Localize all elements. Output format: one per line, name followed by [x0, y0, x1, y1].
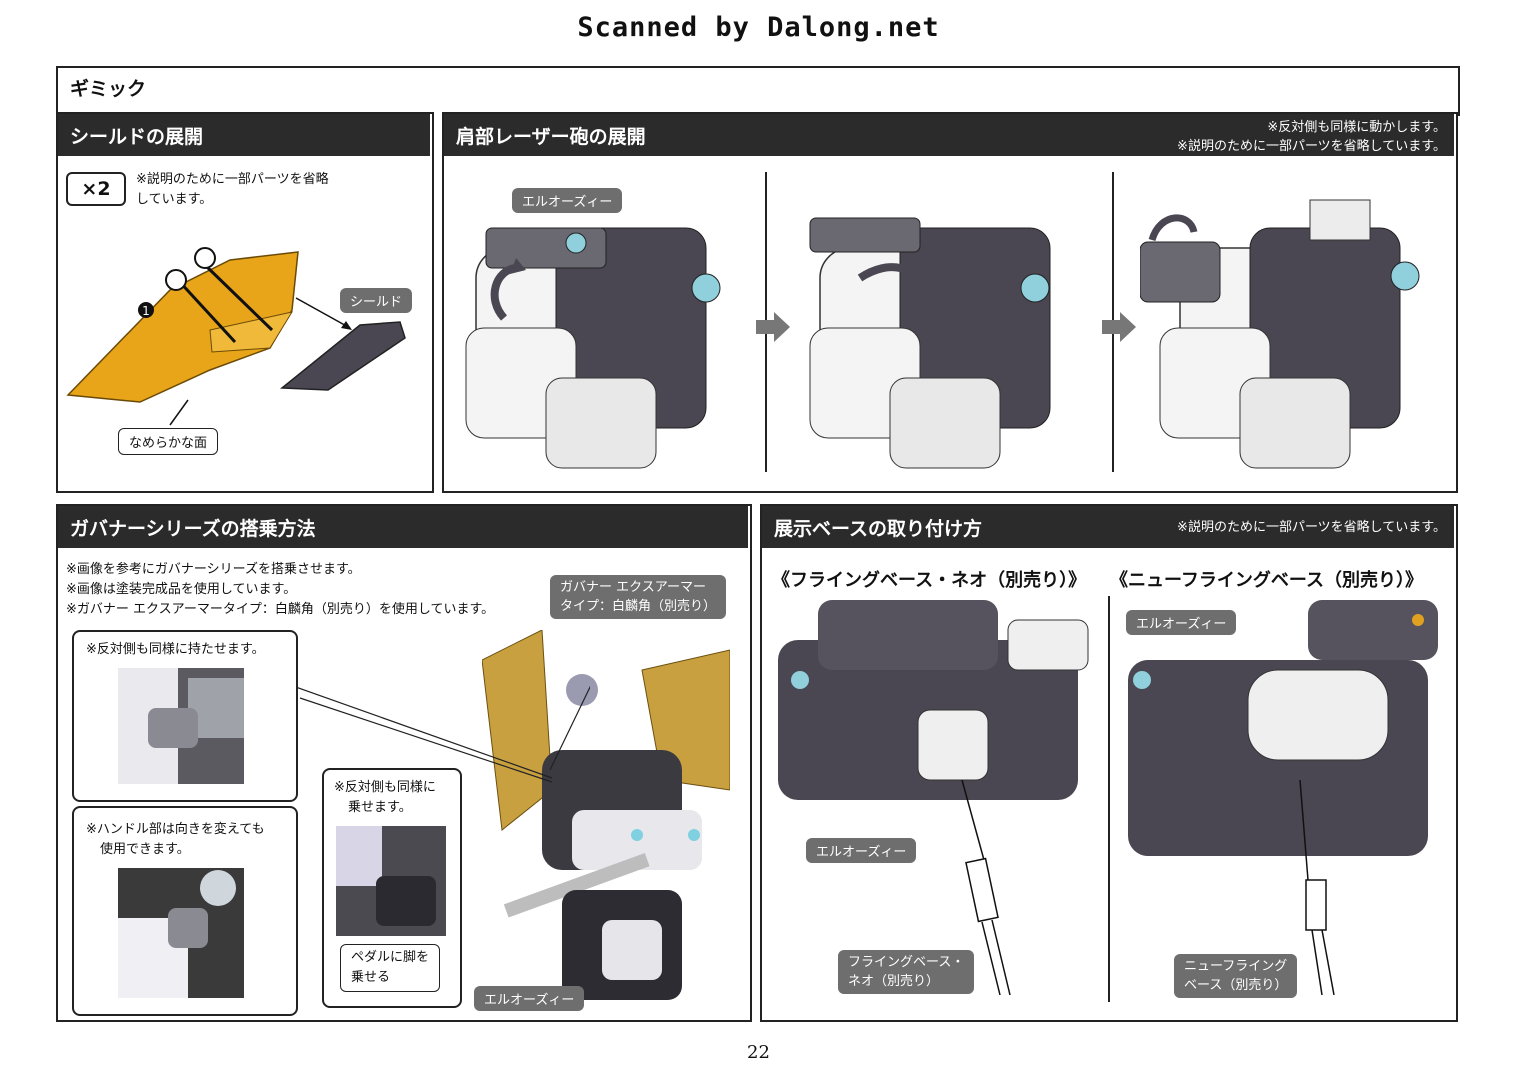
governor-figure-label-line2: タイプ：白麟角（別売り） — [560, 599, 717, 614]
display-heading-bar: 展示ベースの取り付け方 — [762, 506, 1454, 548]
shield-illustration: 1 — [66, 247, 406, 426]
display-left-base-label: フライングベース・ ネオ（別売り） — [838, 950, 975, 994]
laser-heading: 肩部レーザー砲の展開 — [456, 125, 646, 148]
step-arrow-icon — [1102, 312, 1136, 342]
display-divider — [1108, 596, 1110, 1002]
shield-heading: シールドの展開 — [70, 125, 204, 148]
step-arrow-icon — [756, 312, 790, 342]
display-right-title: 《ニューフライングベース（別売り）》 — [1110, 570, 1424, 591]
callout-ride-line2: 乗せます。 — [348, 800, 412, 815]
laser-notes: ※反対側も同様に動かします。 ※説明のために一部パーツを省略しています。 — [1050, 118, 1446, 156]
smooth-surface-label: なめらかな面 — [118, 428, 219, 455]
display-left-unit-label: エルオーズィー — [806, 838, 917, 863]
multiplier-badge: ×2 — [66, 172, 126, 206]
display-left-base-line2: ネオ（別売り） — [848, 974, 940, 989]
governor-heading-bar: ガバナーシリーズの搭乗方法 — [58, 506, 748, 548]
display-right-illustration — [1128, 600, 1446, 860]
display-right-base-label: ニューフライング ベース（別売り） — [1174, 954, 1298, 998]
display-left-title: 《フライングベース・ネオ（別売り）》 — [772, 570, 1087, 591]
governor-main-photo — [482, 630, 730, 1008]
laser-step-2-illustration — [809, 217, 1051, 469]
laser-step-1-illustration — [465, 227, 721, 469]
pedal-label: ペダルに脚を 乗せる — [340, 944, 441, 992]
display-left-illustration — [778, 600, 1092, 820]
page-number: 22 — [747, 1042, 770, 1063]
laser-unit-label: エルオーズィー — [512, 188, 623, 213]
governor-note-2: ※画像は塗装完成品を使用しています。 — [66, 582, 297, 597]
laser-note-2: ※説明のために一部パーツを省略しています。 — [1177, 139, 1446, 154]
governor-note-1: ※画像を参考にガバナーシリーズを搭乗させます。 — [66, 562, 361, 577]
pedal-label-line1: ペダルに脚を — [351, 950, 430, 965]
governor-unit-label: エルオーズィー — [474, 986, 585, 1011]
governor-heading: ガバナーシリーズの搭乗方法 — [70, 517, 316, 540]
shield-yellow-part — [66, 251, 299, 403]
governor-note-3: ※ガバナー エクスアーマータイプ：白麟角（別売り）を使用しています。 — [66, 602, 495, 617]
page-title: ギミック — [70, 78, 147, 100]
step-number: 1 — [142, 304, 150, 318]
callout-handle-line2: 使用できます。 — [100, 842, 190, 857]
laser-heading-bar: 肩部レーザー砲の展開 — [444, 114, 1454, 156]
callout-handle-line1: ※ハンドル部は向きを変えても — [86, 822, 265, 837]
display-note: ※説明のために一部パーツを省略しています。 — [1177, 520, 1446, 535]
callout-connectors — [290, 684, 590, 783]
pedal-label-line2: 乗せる — [351, 970, 391, 985]
shield-note-text: ※説明のために一部パーツを省略しています。 — [136, 172, 329, 207]
callout-ride-text: ※反対側も同様に 乗せます。 — [334, 778, 436, 818]
laser-step-3-illustration — [1140, 199, 1420, 469]
callout-ride-photo — [336, 826, 446, 936]
callout-grip-text: ※反対側も同様に持たせます。 — [86, 642, 265, 657]
display-right-base-line1: ニューフライング — [1184, 959, 1288, 974]
multiplier-text: ×2 — [81, 178, 111, 200]
governor-figure-label-line1: ガバナー エクスアーマー — [560, 580, 706, 595]
laser-note-1: ※反対側も同様に動かします。 — [1267, 120, 1446, 135]
display-right-base-line2: ベース（別売り） — [1184, 978, 1288, 993]
display-left-stand — [961, 780, 1011, 996]
callout-handle-photo — [118, 868, 244, 998]
shield-heading-bar: シールドの展開 — [58, 114, 430, 156]
shield-part-label: シールド — [340, 288, 413, 313]
display-right-unit-label: エルオーズィー — [1126, 610, 1237, 635]
callout-handle-text: ※ハンドル部は向きを変えても 使用できます。 — [86, 820, 265, 860]
governor-figure-label: ガバナー エクスアーマー タイプ：白麟角（別売り） — [550, 575, 727, 619]
display-right-stand — [1299, 780, 1335, 996]
display-heading: 展示ベースの取り付け方 — [774, 517, 983, 540]
watermark: Scanned by Dalong.net — [577, 12, 940, 43]
callout-grip-photo — [118, 668, 244, 784]
pin-icon — [194, 247, 216, 269]
callout-ride-line1: ※反対側も同様に — [334, 780, 436, 795]
governor-notes: ※画像を参考にガバナーシリーズを搭乗させます。 ※画像は塗装完成品を使用していま… — [66, 560, 546, 620]
shield-dark-part — [279, 321, 406, 391]
page-title-frame — [56, 66, 1460, 116]
shield-note: ※説明のために一部パーツを省略しています。 — [136, 170, 336, 210]
pin-icon — [165, 269, 187, 291]
display-left-base-line1: フライングベース・ — [848, 955, 965, 970]
